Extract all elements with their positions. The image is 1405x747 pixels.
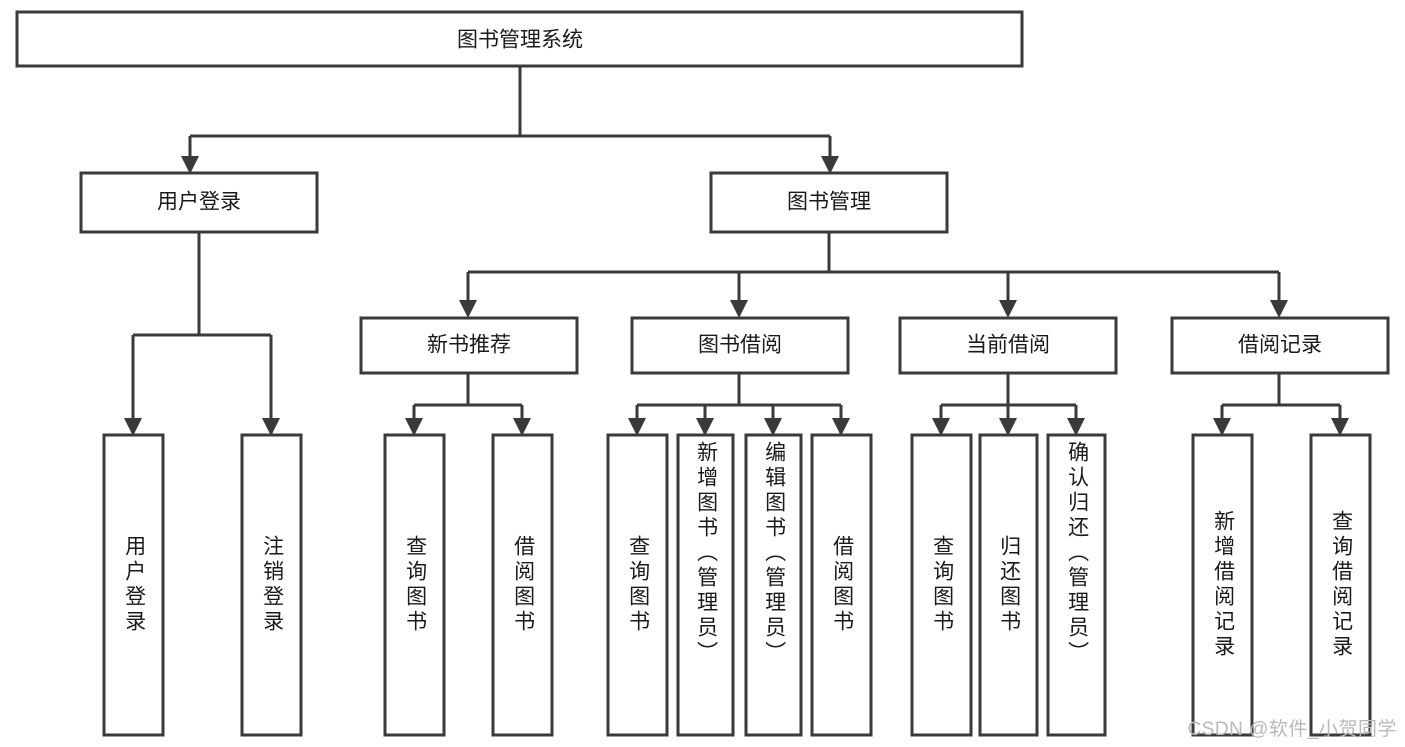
node-root[interactable]: 图书管理系统 (15, 10, 1024, 68)
node-leaf-query-book-2[interactable] (606, 433, 669, 737)
arrow-to-book-manage (821, 156, 839, 174)
arrow-to-book-borrow (730, 300, 748, 318)
node-leaf-user-logout[interactable] (240, 433, 303, 737)
node-book-manage-label: 图书管理 (787, 191, 871, 214)
node-leaf-return-book[interactable] (978, 433, 1039, 737)
node-borrow-record-label: 借阅记录 (1238, 334, 1322, 357)
arrow-to-leaf-query-book-3 (932, 418, 950, 436)
node-leaf-confirm-return[interactable] (1046, 433, 1107, 737)
arrow-to-leaf-add-book (696, 418, 714, 436)
node-user-login[interactable]: 用户登录 (79, 171, 319, 234)
node-leaf-query-book-1[interactable] (383, 433, 446, 737)
connector-group-user-login (124, 232, 280, 436)
connector-group-book-manage (459, 232, 1288, 318)
arrow-to-leaf-query-book-1 (405, 418, 423, 436)
arrow-to-leaf-confirm-return (1067, 418, 1085, 436)
node-leaf-user-login[interactable] (102, 433, 165, 737)
node-leaf-query-book-3[interactable] (910, 433, 973, 737)
node-current-borrow[interactable]: 当前借阅 (898, 316, 1118, 375)
node-user-login-label: 用户登录 (157, 191, 241, 214)
connector-group-new-book-rec (405, 373, 531, 436)
arrow-to-new-book-rec (459, 300, 477, 318)
connector-group-root (181, 66, 839, 174)
node-book-manage[interactable]: 图书管理 (709, 171, 949, 234)
connector-group-borrow-record (1213, 373, 1349, 436)
arrow-to-leaf-edit-book (764, 418, 782, 436)
node-book-borrow-label: 图书借阅 (698, 334, 782, 357)
node-leaf-edit-book[interactable] (744, 433, 803, 737)
arrow-to-leaf-query-book-2 (628, 418, 646, 436)
arrow-to-leaf-user-logout (262, 418, 280, 436)
arrow-to-current-borrow (999, 300, 1017, 318)
arrow-to-leaf-borrow-book-1 (513, 418, 531, 436)
node-leaf-borrow-book-2[interactable] (810, 433, 873, 737)
node-root-label: 图书管理系统 (457, 29, 583, 52)
node-new-book-rec-label: 新书推荐 (427, 334, 511, 357)
arrow-to-leaf-user-login (124, 418, 142, 436)
node-new-book-rec[interactable]: 新书推荐 (359, 316, 579, 375)
arrow-to-borrow-record (1270, 300, 1288, 318)
arrow-to-leaf-borrow-book-2 (832, 418, 850, 436)
connector-group-current-borrow (932, 373, 1085, 436)
node-leaf-add-record[interactable] (1191, 433, 1254, 737)
node-leaf-query-record[interactable] (1309, 433, 1372, 737)
node-book-borrow[interactable]: 图书借阅 (630, 316, 850, 375)
node-borrow-record[interactable]: 借阅记录 (1170, 316, 1390, 375)
arrow-to-leaf-add-record (1213, 418, 1231, 436)
connector-group-book-borrow (628, 373, 850, 436)
watermark: CSDN @软件_小贺同学 (1187, 719, 1397, 740)
node-current-borrow-label: 当前借阅 (966, 334, 1050, 357)
arrow-to-leaf-query-record (1331, 418, 1349, 436)
arrow-to-leaf-return-book (999, 418, 1017, 436)
node-leaf-borrow-book-1[interactable] (491, 433, 554, 737)
node-leaf-add-book[interactable] (676, 433, 735, 737)
arrow-to-user-login (181, 156, 199, 174)
